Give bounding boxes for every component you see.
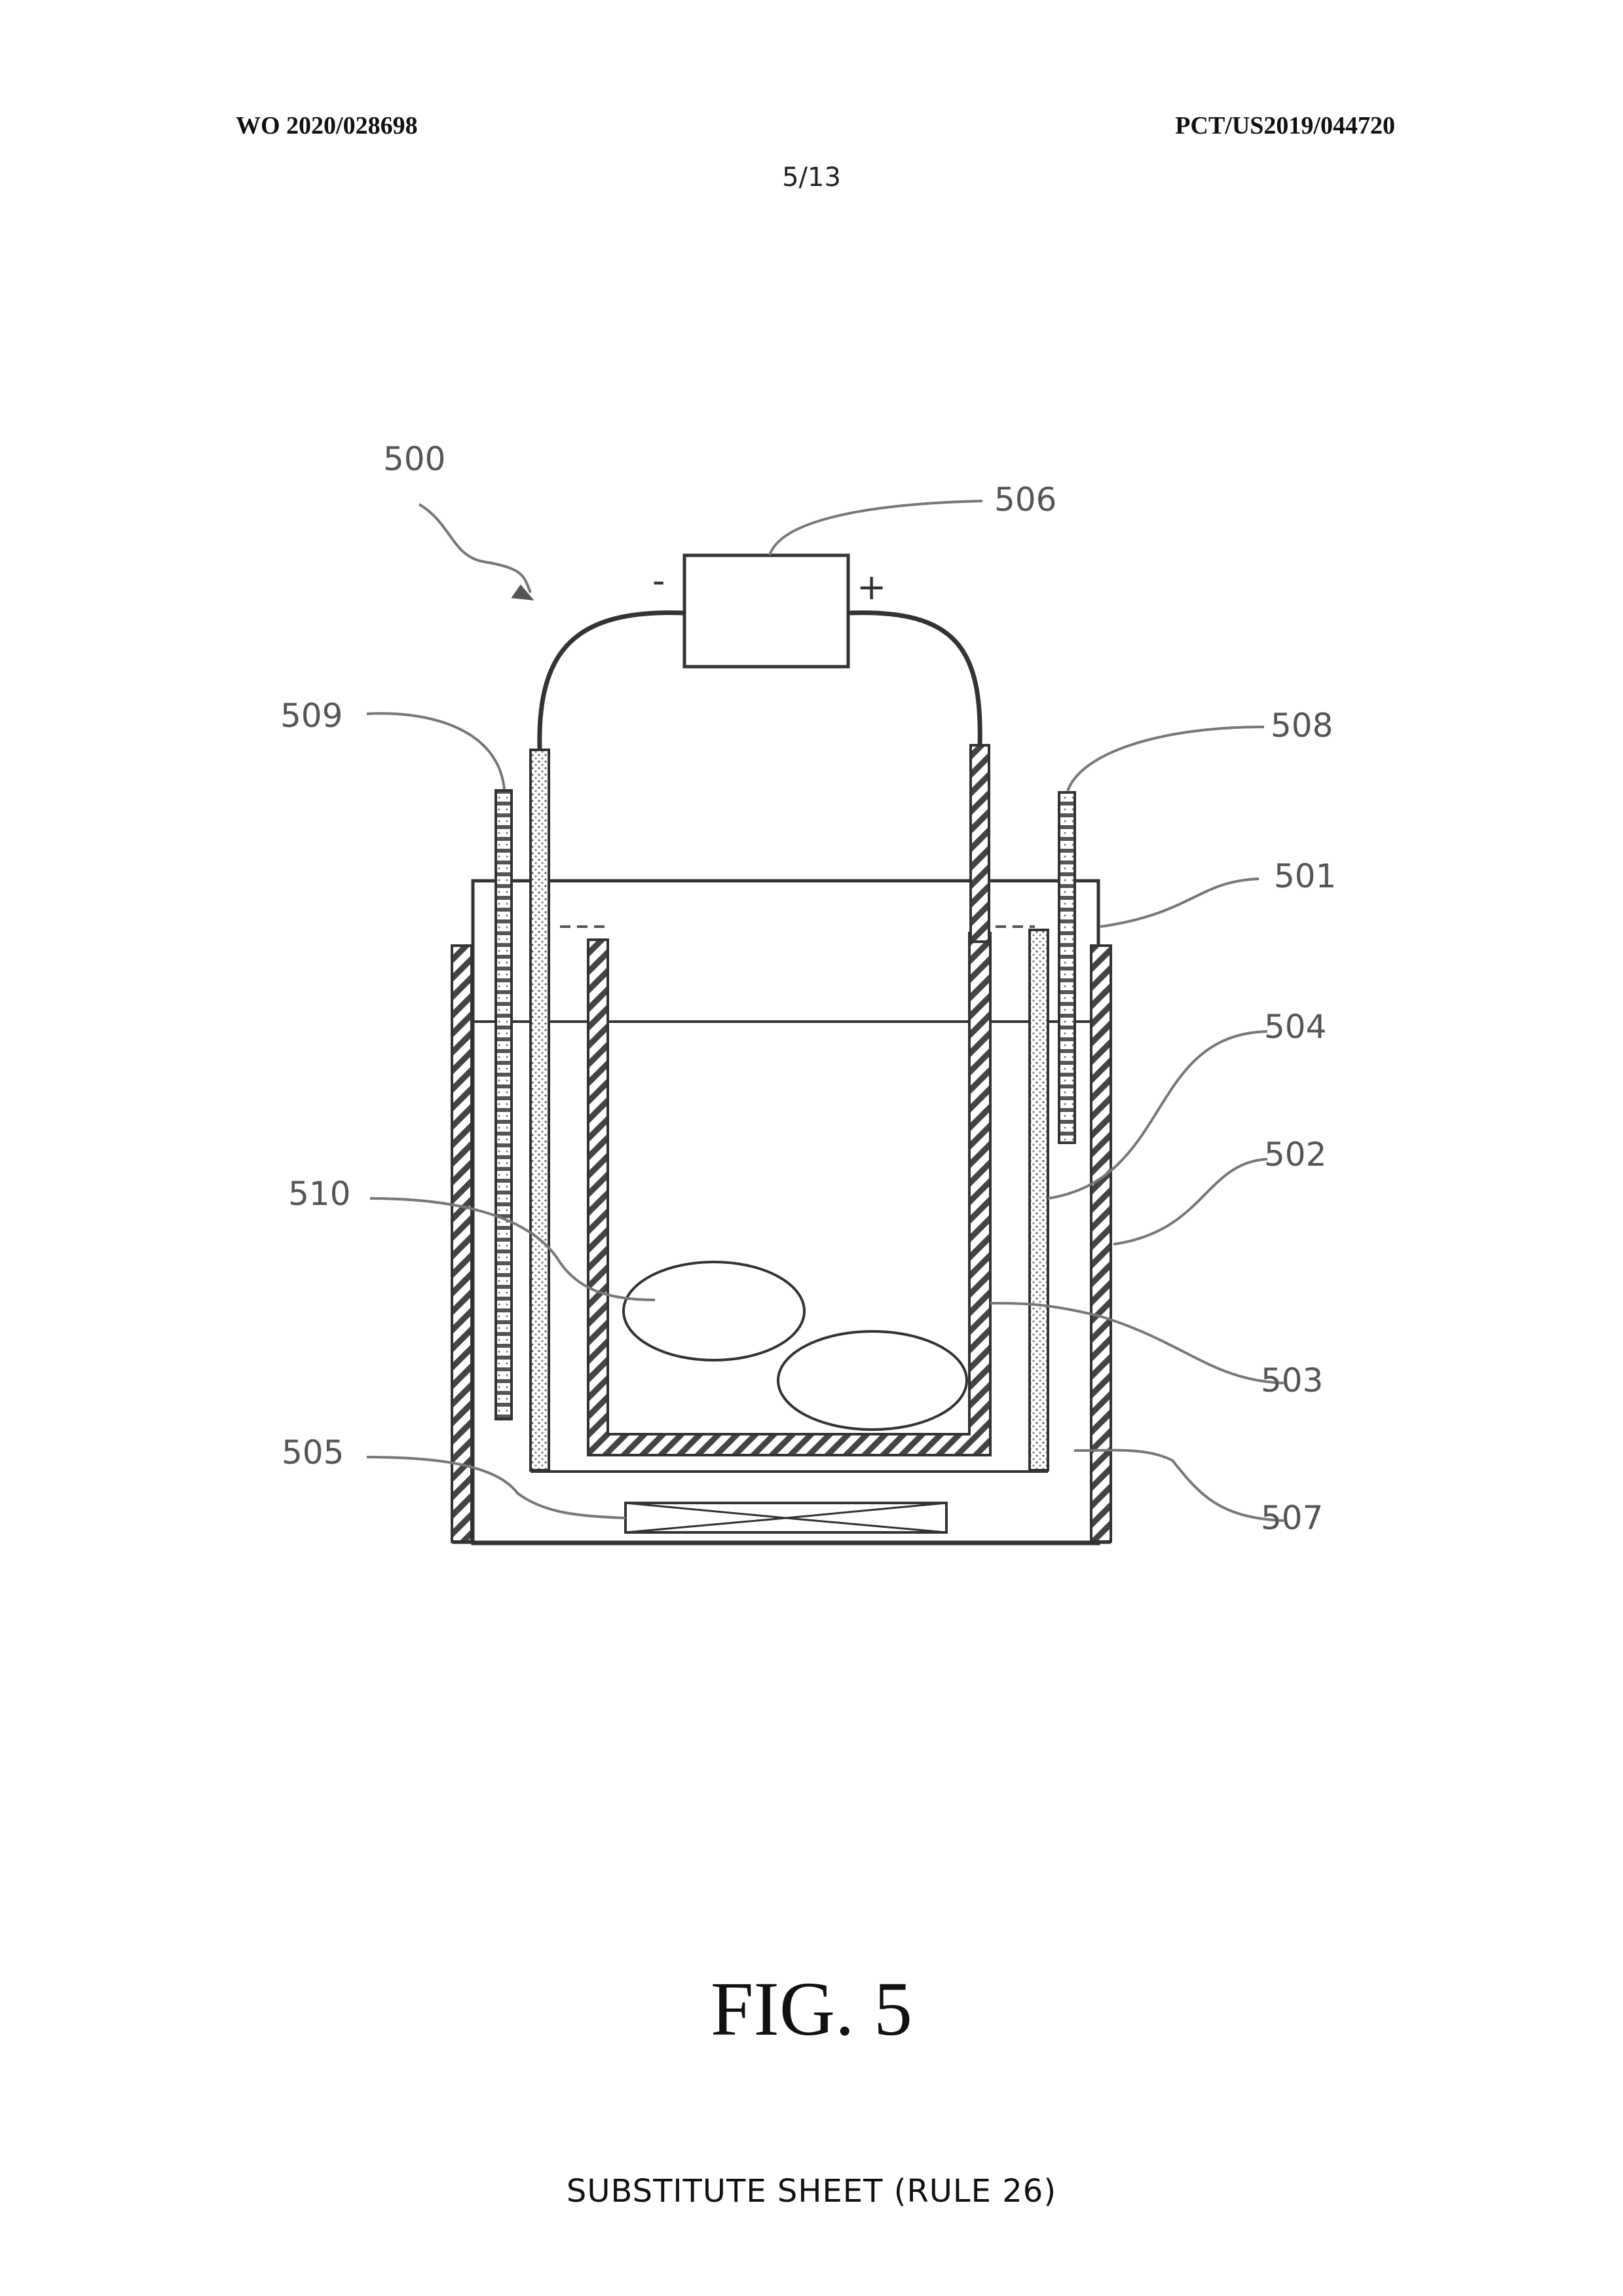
sample-510-b	[777, 1330, 968, 1431]
arrowhead-500	[511, 584, 534, 601]
page-footer: SUBSTITUTE SHEET (RULE 26)	[566, 2173, 1057, 2210]
jacket-wall-502	[451, 944, 1112, 1544]
label-508: 508	[1271, 707, 1333, 745]
label-500: 500	[383, 440, 445, 478]
anode-rod	[969, 744, 990, 943]
application-number: PCT/US2019/044720	[1175, 112, 1395, 139]
label-503: 503	[1261, 1361, 1323, 1399]
label-502: 502	[1264, 1136, 1326, 1174]
label-506: 506	[994, 481, 1056, 519]
power-supply-506	[537, 553, 982, 750]
electrode-504	[529, 749, 1049, 1473]
label-507: 507	[1261, 1499, 1323, 1537]
label-505: 505	[282, 1434, 344, 1472]
positive-terminal-sign: +	[857, 566, 886, 608]
probe-509	[494, 789, 513, 1420]
sample-510-a	[622, 1261, 806, 1361]
stir-bar-505	[624, 1502, 948, 1534]
label-501: 501	[1274, 857, 1336, 895]
leader-lines	[366, 500, 1284, 1522]
label-509: 509	[280, 697, 343, 735]
negative-terminal-sign: -	[652, 560, 665, 601]
label-504: 504	[1264, 1008, 1326, 1046]
probe-508	[1058, 791, 1076, 1144]
label-510: 510	[288, 1175, 350, 1213]
figure-title: FIG. 5	[710, 1966, 913, 2052]
publication-number: WO 2020/028698	[236, 112, 418, 139]
sheet-number: 5/13	[782, 162, 841, 193]
